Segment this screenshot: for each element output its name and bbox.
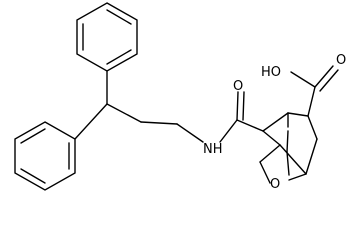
carboxylic-acid (290, 65, 339, 117)
structure-diagram: HO O O NH O (14, 2, 346, 192)
phenyl-ring-bottom (14, 121, 76, 191)
label-amide-nitrogen: NH (203, 142, 223, 157)
molecule-drawing: HO O O NH O (14, 2, 346, 192)
propyl-chain (74, 70, 204, 143)
label-amide-oxygen: O (233, 79, 243, 94)
amide-group (219, 91, 264, 143)
oxabicyclic-cage (259, 112, 318, 184)
label-hydroxyl: HO (261, 65, 281, 80)
label-carboxyl-oxygen: O (336, 53, 346, 68)
phenyl-ring-top (76, 2, 138, 72)
label-ring-oxygen: O (270, 177, 280, 192)
